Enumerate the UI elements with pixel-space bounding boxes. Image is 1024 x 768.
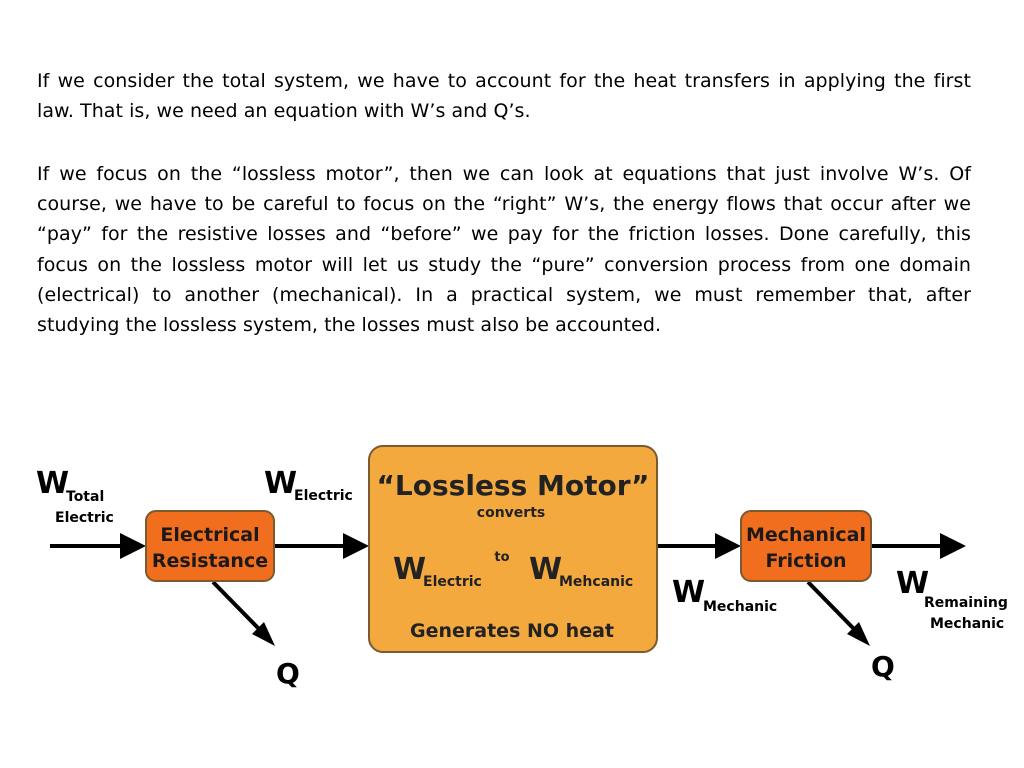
input-arrow-head — [120, 533, 146, 559]
friction-loss-q: Q — [871, 650, 895, 683]
output-symbol: W — [896, 566, 929, 601]
motor-to-friction-arrow-head — [715, 533, 741, 559]
output-arrow-head — [940, 533, 966, 559]
friction-loss-arrow-head — [847, 622, 870, 646]
paragraph-total-system: If we consider the total system, we have… — [37, 70, 971, 123]
mechanic-flow-sub: Mechanic — [703, 599, 777, 615]
resistance-box-line1: Electrical — [160, 524, 259, 546]
motor-from-symbol: W — [393, 552, 426, 587]
electric-flow-symbol: W — [264, 466, 297, 501]
motor-to-sub: Mehcanic — [559, 574, 633, 590]
motor-to-label: to — [494, 550, 509, 565]
motor-to-symbol: W — [529, 552, 562, 587]
resistance-loss-arrow-head — [252, 622, 275, 646]
resistance-to-motor-arrow-head — [343, 533, 369, 559]
friction-box-line2: Friction — [765, 550, 846, 572]
mechanic-flow-symbol: W — [672, 575, 705, 610]
paragraph-lossless-motor: If we focus on the “lossless motor”, the… — [37, 163, 971, 337]
electric-flow-sub: Electric — [294, 488, 353, 504]
resistance-box-line2: Resistance — [152, 550, 268, 572]
electrical-resistance-box — [145, 510, 275, 582]
motor-converts-label: converts — [477, 505, 545, 521]
output-sub-line1: Remaining — [924, 595, 1008, 611]
mechanical-friction-box — [740, 510, 872, 582]
friction-box-line1: Mechanical — [746, 524, 866, 546]
friction-loss-arrow — [806, 580, 857, 632]
input-sub-line1: Total — [66, 489, 104, 505]
resistance-loss-arrow — [211, 580, 262, 632]
output-sub-line2: Mechanic — [930, 616, 1004, 632]
input-symbol: W — [36, 466, 69, 501]
input-sub-line2: Electric — [55, 510, 114, 526]
resistance-loss-q: Q — [276, 657, 300, 690]
motor-title: “Lossless Motor” — [377, 469, 650, 502]
motor-from-sub: Electric — [423, 574, 482, 590]
lossless-motor-box — [368, 445, 658, 653]
motor-footer: Generates NO heat — [410, 620, 614, 642]
